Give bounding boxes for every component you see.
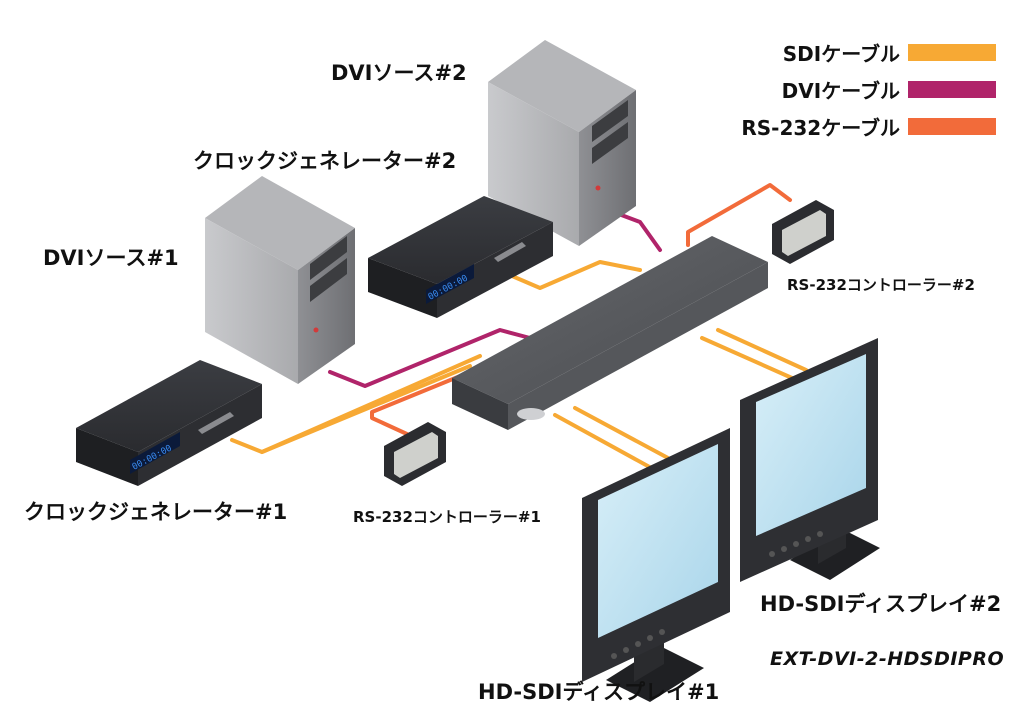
label-rs232-controller-1: RS-232コントローラー#1 (353, 508, 541, 526)
sdi-out-display-1a (553, 413, 657, 472)
hd-sdi-display-2 (740, 338, 880, 582)
cables (230, 183, 808, 472)
product-name: EXT-DVI-2-HDSDIPRO (770, 648, 1005, 670)
rs232-controller-1 (384, 422, 446, 486)
legend-label-dvi: DVIケーブル (781, 79, 900, 103)
dvi-cable-source-1 (328, 328, 532, 388)
label-hd-sdi-display-2: HD-SDIディスプレイ#2 (760, 592, 1002, 616)
dvi-source-2-tower (488, 40, 636, 246)
clock-generator-2: 00:00:00 (368, 196, 553, 318)
legend-item-rs232: RS-232ケーブル (741, 108, 996, 145)
legend-label-rs232: RS-232ケーブル (741, 116, 900, 140)
legend-swatch-dvi (908, 81, 996, 98)
sdi-cable-clock-2 (510, 260, 642, 290)
sdi-cable-clock-1b (260, 364, 472, 454)
label-dvi-source-2: DVIソース#2 (331, 61, 467, 85)
rs232-cable-2 (686, 183, 792, 247)
legend-item-sdi: SDIケーブル (741, 34, 996, 71)
label-clock-generator-1: クロックジェネレーター#1 (24, 500, 288, 524)
legend-item-dvi: DVIケーブル (741, 71, 996, 108)
legend-swatch-rs232 (908, 118, 996, 135)
sdi-out-display-2b (716, 328, 808, 372)
rs232-controller-2 (772, 200, 834, 264)
hd-sdi-display-1 (582, 428, 730, 702)
label-clock-generator-2: クロックジェネレーター#2 (193, 149, 457, 173)
legend-label-sdi: SDIケーブル (782, 42, 900, 66)
label-rs232-controller-2: RS-232コントローラー#2 (787, 276, 975, 294)
rs232-cable-1 (370, 370, 472, 442)
ext-dvi-2-hdsdipro-unit (452, 236, 768, 430)
display-2-buttons (769, 531, 823, 557)
legend-swatch-sdi (908, 44, 996, 61)
clock-generator-1: 00:00:00 (76, 360, 262, 486)
cable-legend: SDIケーブル DVIケーブル RS-232ケーブル (741, 34, 996, 145)
display-1-buttons (611, 629, 665, 659)
sdi-out-display-2a (700, 336, 794, 380)
label-hd-sdi-display-1: HD-SDIディスプレイ#1 (478, 680, 720, 704)
dvi-source-1-tower (205, 176, 355, 384)
gefen-logo (517, 408, 545, 420)
sdi-out-display-1b (573, 406, 670, 460)
label-dvi-source-1: DVIソース#1 (43, 246, 179, 270)
